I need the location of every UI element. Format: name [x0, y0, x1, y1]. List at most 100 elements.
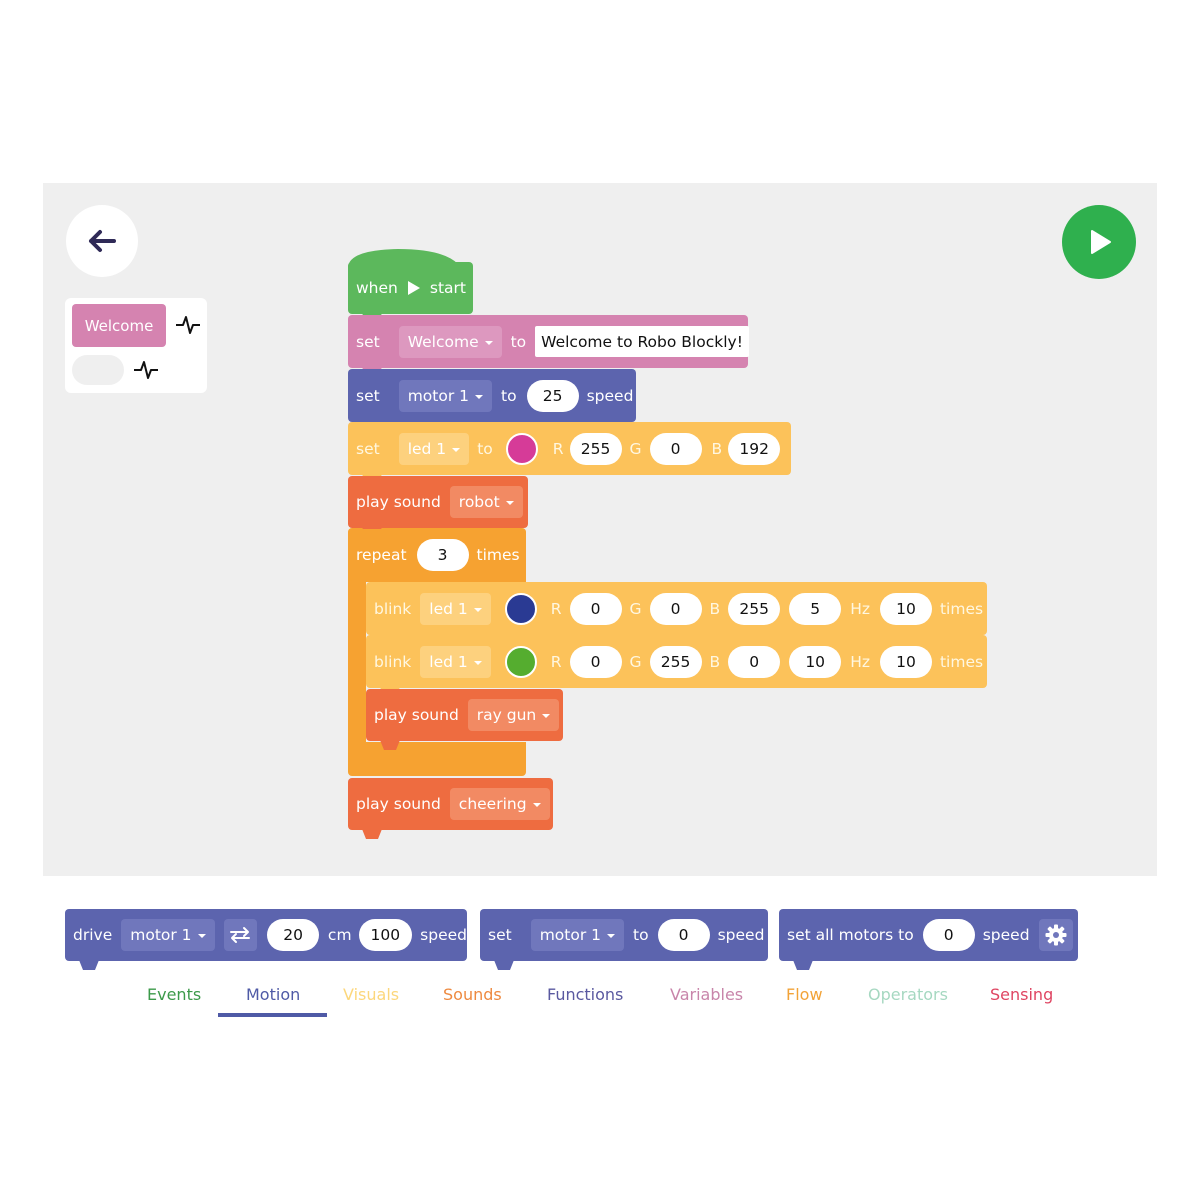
- tab-flow[interactable]: Flow: [786, 985, 823, 1004]
- blink-times-input[interactable]: 10: [879, 592, 932, 625]
- led-dropdown[interactable]: led 1: [420, 592, 491, 625]
- swap-direction-button[interactable]: [223, 919, 258, 951]
- gear-icon: [1045, 924, 1067, 946]
- variables-panel: Welcome: [65, 298, 207, 393]
- motor-dropdown[interactable]: motor 1: [398, 379, 493, 412]
- sound-dropdown[interactable]: robot: [449, 486, 523, 518]
- b-label: B: [709, 652, 721, 671]
- r-input[interactable]: 255: [569, 432, 622, 465]
- speed-input[interactable]: 25: [526, 379, 579, 412]
- hat-cap: [348, 249, 473, 268]
- blink-times-input[interactable]: 10: [879, 645, 932, 678]
- blink-led-block-1[interactable]: blink led 1 R 0 G 0 B 255 5 Hz 10 times: [366, 582, 987, 644]
- motor-dropdown[interactable]: motor 1: [530, 919, 625, 951]
- r-label: R: [550, 599, 562, 618]
- chevron-down-icon: [532, 803, 541, 807]
- sound-dropdown[interactable]: ray gun: [467, 699, 560, 731]
- tab-variables[interactable]: Variables: [670, 985, 744, 1004]
- variable-dropdown[interactable]: Welcome: [398, 325, 502, 358]
- chevron-down-icon: [542, 714, 551, 718]
- g-input[interactable]: 255: [649, 645, 702, 678]
- set-led-block[interactable]: set led 1 to R 255 G 0 B 192: [348, 422, 791, 484]
- to-label: to: [633, 926, 649, 944]
- b-label: B: [711, 439, 723, 458]
- led-color-swatch[interactable]: [504, 645, 537, 678]
- play-sound-robot-block[interactable]: play sound robot: [348, 476, 528, 537]
- toolbox-set-motor-block[interactable]: set motor 1 to 0 speed: [480, 909, 768, 970]
- tab-motion-underline: [218, 1013, 327, 1017]
- speed-input[interactable]: 0: [922, 919, 975, 951]
- set-label: set: [356, 439, 380, 458]
- tab-functions[interactable]: Functions: [547, 985, 624, 1004]
- play-sound-raygun-block[interactable]: play sound ray gun: [366, 689, 563, 750]
- times-label: times: [476, 546, 520, 564]
- hz-label: Hz: [850, 652, 870, 671]
- blink-led-block-2[interactable]: blink led 1 R 0 G 255 B 0 10 Hz 10 times: [366, 635, 987, 697]
- play-sound-cheering-block[interactable]: play sound cheering: [348, 778, 553, 839]
- run-button[interactable]: [1062, 205, 1136, 279]
- repeat-count-input[interactable]: 3: [416, 539, 469, 571]
- arrow-left-icon: [89, 230, 116, 252]
- set-variable-block[interactable]: set Welcome to Welcome to Robo Blockly!: [348, 315, 749, 377]
- motor-dropdown-value: motor 1: [539, 926, 602, 944]
- blink-label: blink: [374, 599, 412, 618]
- tab-events[interactable]: Events: [147, 985, 202, 1004]
- tab-sensing[interactable]: Sensing: [990, 985, 1054, 1004]
- drive-block[interactable]: drive motor 1 20 cm 100 speed: [65, 909, 467, 970]
- b-input[interactable]: 192: [728, 432, 781, 465]
- settings-button[interactable]: [1038, 919, 1073, 951]
- swap-direction-icon: [230, 927, 251, 943]
- speed-input[interactable]: 0: [657, 919, 710, 951]
- motor-dropdown[interactable]: motor 1: [121, 919, 215, 951]
- r-input[interactable]: 0: [569, 592, 622, 625]
- r-input[interactable]: 0: [569, 645, 622, 678]
- led-color-swatch[interactable]: [504, 592, 537, 625]
- b-input[interactable]: 0: [728, 645, 781, 678]
- chevron-down-icon: [452, 447, 461, 452]
- to-label: to: [510, 332, 527, 351]
- variable-value-input[interactable]: Welcome to Robo Blockly!: [535, 326, 749, 357]
- tab-visuals[interactable]: Visuals: [343, 985, 400, 1004]
- led-color-swatch[interactable]: [505, 432, 538, 465]
- set-all-motors-block[interactable]: set all motors to 0 speed: [779, 909, 1078, 970]
- repeat-block-header[interactable]: repeat 3 times: [348, 529, 526, 581]
- set-all-motors-label: set all motors to: [787, 926, 914, 944]
- set-label: set: [356, 332, 380, 351]
- sound-dropdown-value: ray gun: [476, 706, 537, 724]
- pulse-icon[interactable]: [175, 314, 201, 336]
- tab-motion[interactable]: Motion: [246, 985, 301, 1004]
- tab-sounds[interactable]: Sounds: [443, 985, 502, 1004]
- r-label: R: [552, 439, 564, 458]
- hz-input[interactable]: 5: [789, 592, 842, 625]
- tab-operators[interactable]: Operators: [868, 985, 948, 1004]
- drive-label: drive: [73, 926, 113, 944]
- sound-dropdown[interactable]: cheering: [449, 788, 550, 820]
- set-motor-block[interactable]: set motor 1 to 25 speed: [348, 369, 636, 431]
- r-label: R: [550, 652, 562, 671]
- g-input[interactable]: 0: [649, 592, 702, 625]
- speed-input[interactable]: 100: [358, 919, 413, 951]
- chevron-down-icon: [607, 934, 616, 938]
- hz-input[interactable]: 10: [789, 645, 842, 678]
- b-input[interactable]: 255: [728, 592, 781, 625]
- chevron-down-icon: [473, 607, 482, 612]
- g-input[interactable]: 0: [649, 432, 702, 465]
- start-flag-icon: [407, 281, 420, 295]
- play-icon: [1091, 230, 1111, 254]
- led-dropdown[interactable]: led 1: [398, 432, 470, 465]
- workspace-canvas[interactable]: [43, 183, 1157, 876]
- sound-dropdown-value: robot: [458, 493, 500, 511]
- chevron-down-icon: [197, 934, 206, 938]
- variable-chip-welcome[interactable]: Welcome: [72, 304, 166, 347]
- chevron-down-icon: [473, 660, 482, 665]
- back-button[interactable]: [66, 205, 138, 277]
- when-start-block[interactable]: when start: [348, 249, 473, 323]
- distance-input[interactable]: 20: [267, 919, 319, 951]
- variable-value-slot[interactable]: [72, 355, 124, 385]
- hz-label: Hz: [850, 599, 870, 618]
- led-dropdown[interactable]: led 1: [420, 645, 491, 678]
- g-label: G: [629, 439, 642, 458]
- led-dropdown-value: led 1: [429, 652, 468, 671]
- pulse-icon[interactable]: [133, 359, 159, 381]
- chevron-down-icon: [484, 340, 493, 345]
